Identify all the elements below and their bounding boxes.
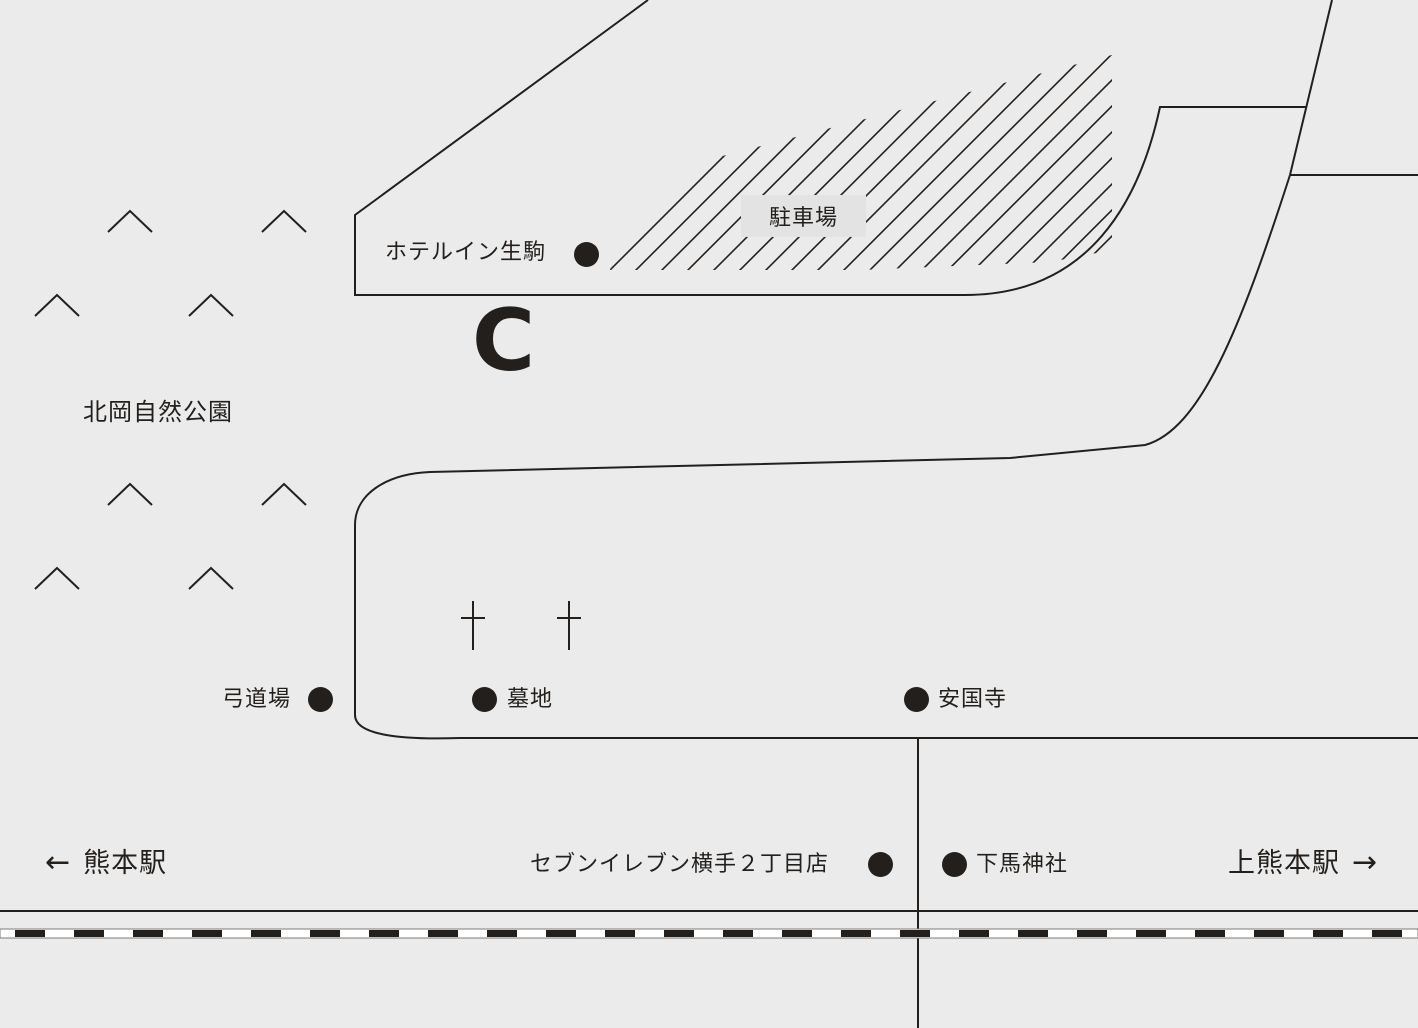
shrine-marker[interactable] <box>942 852 967 877</box>
parking-label: 駐車場 <box>741 195 866 237</box>
hotel-marker[interactable] <box>574 242 599 267</box>
cemetery-label[interactable]: 墓地 <box>507 687 554 712</box>
cross-icons <box>461 601 581 650</box>
convenience-store-label[interactable]: セブンイレブン横手２丁目店 <box>530 852 830 877</box>
shrine-label[interactable]: 下馬神社 <box>976 852 1069 877</box>
mountain-icon <box>107 482 153 506</box>
mountain-icon <box>261 209 307 233</box>
railway-track <box>0 928 1418 939</box>
archery-label[interactable]: 弓道場 <box>222 687 292 712</box>
mountain-icon <box>107 209 153 233</box>
mountain-icon <box>34 566 80 590</box>
hotel-label[interactable]: ホテルイン生駒 <box>385 240 547 265</box>
direction-right-label: 上熊本駅 <box>1228 847 1340 879</box>
arrow-right-icon: → <box>1352 845 1379 880</box>
road-upper-block <box>354 0 1307 296</box>
mountain-icons <box>34 209 307 590</box>
parking-hatch <box>610 55 1112 270</box>
mountain-icon <box>188 293 234 317</box>
archery-marker[interactable] <box>308 687 333 712</box>
cross-icon <box>461 601 485 650</box>
direction-right[interactable]: 上熊本駅 → <box>1228 848 1378 878</box>
park-label[interactable]: 北岡自然公園 <box>83 398 233 426</box>
logo-c: C <box>472 291 536 391</box>
temple-label[interactable]: 安国寺 <box>938 687 1008 712</box>
mountain-icon <box>188 566 234 590</box>
road-main-curve <box>354 0 1418 740</box>
parking-label-text: 駐車場 <box>768 206 838 231</box>
temple-marker[interactable] <box>904 687 929 712</box>
mountain-icon <box>261 482 307 506</box>
cross-icon <box>557 601 581 650</box>
mountain-icon <box>34 293 80 317</box>
cemetery-marker[interactable] <box>472 687 497 712</box>
arrow-left-icon: ← <box>45 845 72 880</box>
direction-left[interactable]: ← 熊本駅 <box>45 848 167 878</box>
direction-left-label: 熊本駅 <box>83 847 168 879</box>
convenience-store-marker[interactable] <box>868 852 893 877</box>
